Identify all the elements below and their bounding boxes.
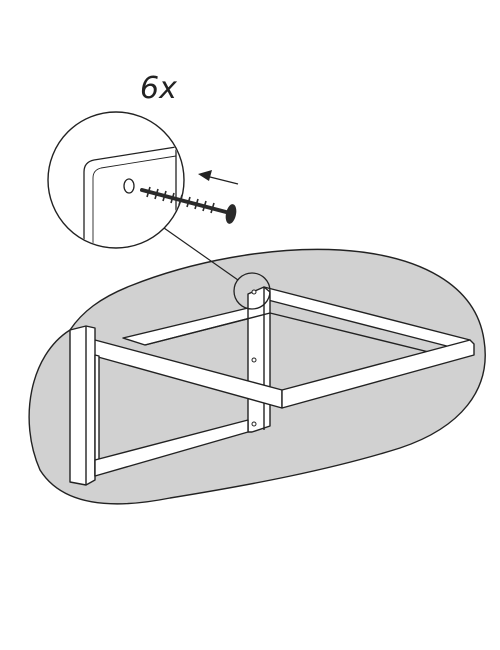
arrow-icon — [198, 170, 239, 185]
screw-holes — [251, 289, 257, 427]
quantity-label: 6x — [140, 71, 177, 106]
bracket-assembly — [69, 286, 475, 486]
callout-leader — [163, 227, 239, 281]
screw-icon — [140, 186, 237, 224]
detail-circle — [233, 272, 271, 310]
zoom-callout — [47, 111, 185, 249]
